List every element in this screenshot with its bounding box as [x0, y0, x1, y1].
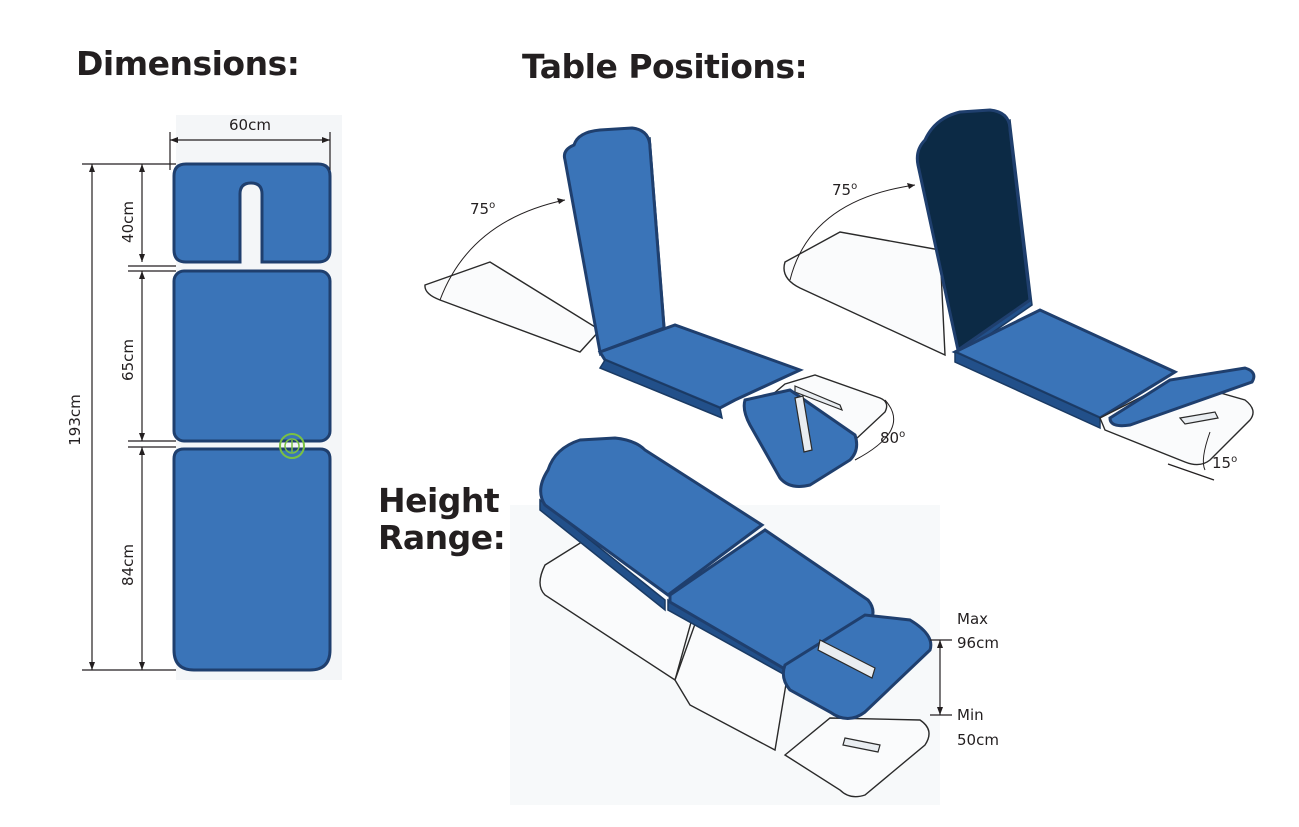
middle-section-pad [172, 269, 332, 443]
height-range-diagram: Max 96cm Min 50cm [510, 436, 999, 805]
height-range-heading-line2: Range: [378, 518, 506, 557]
right-back-angle-label: 75o [832, 181, 857, 199]
max-label: Max [957, 610, 988, 628]
leg-section-label: 84cm [119, 544, 137, 586]
hand-control-icon [279, 433, 305, 459]
head-section-label: 40cm [119, 201, 137, 243]
height-range-heading: Height Range: [378, 481, 506, 557]
dimensions-heading: Dimensions: [76, 44, 300, 83]
width-label: 60cm [229, 116, 271, 134]
total-length-label: 193cm [66, 394, 84, 446]
position-back-and-head-tilt: 75o 80o [424, 126, 905, 488]
tilted-leg-section [1108, 366, 1256, 428]
ghost-back-flat [424, 261, 602, 353]
middle-section-label: 65cm [119, 339, 137, 381]
min-label: Min [957, 706, 984, 724]
raised-backrest-dark [915, 108, 1032, 353]
left-back-angle-label: 75o [470, 200, 495, 218]
min-value: 50cm [957, 731, 999, 749]
leg-section-pad [172, 447, 332, 672]
height-range-heading-line1: Height [378, 481, 500, 520]
table-positions-heading: Table Positions: [522, 47, 808, 86]
max-value: 96cm [957, 634, 999, 652]
raised-head-section [539, 436, 765, 597]
raised-backrest [562, 126, 666, 355]
tilted-head-section [742, 388, 859, 488]
ghost-low-leg [783, 717, 930, 798]
ghost-back-flat-right [783, 231, 946, 357]
right-leg-angle-label: 15o [1212, 454, 1237, 472]
position-back-and-leg-tilt: 75o 15o [783, 108, 1256, 481]
head-section-pad [172, 162, 332, 264]
dimensions-diagram: 60cm 193cm 40cm 65cm 84cm [66, 115, 342, 680]
dimensions-backdrop-left [66, 115, 176, 680]
left-head-angle-label: 80o [880, 429, 905, 447]
